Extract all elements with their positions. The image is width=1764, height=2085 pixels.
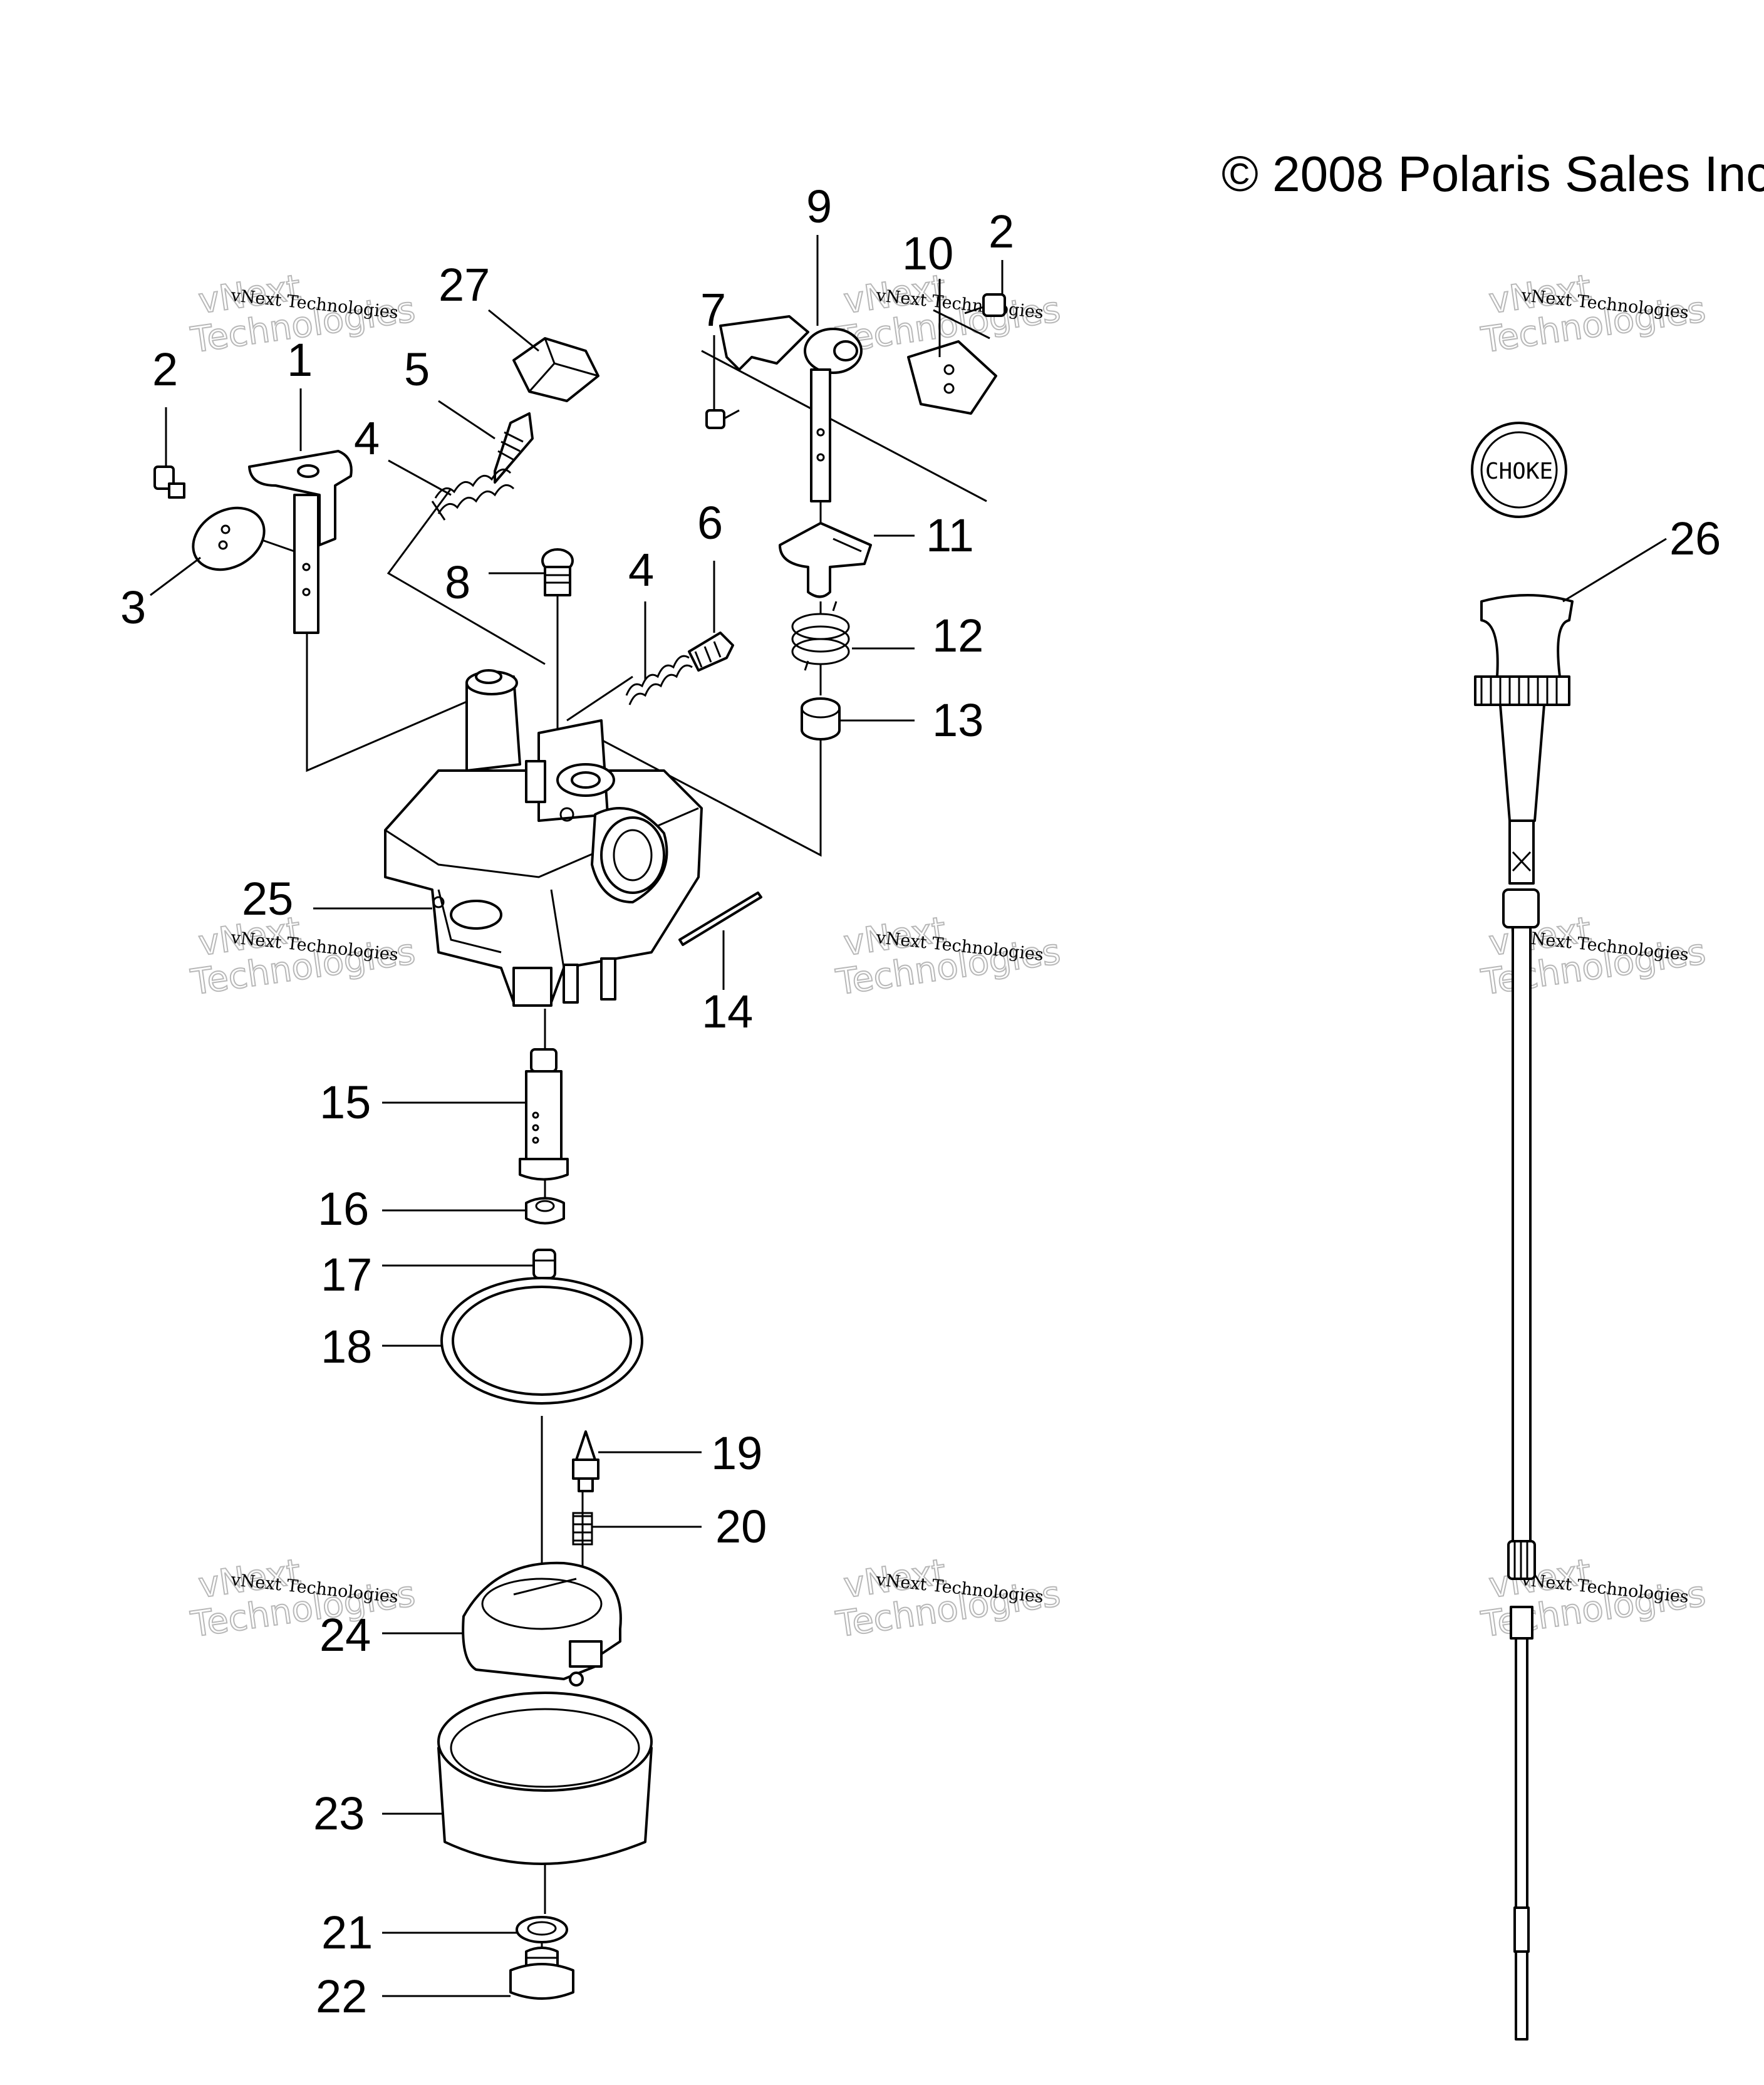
- callouts: 1 2 3 27 5 4 8 4 6 7 9 10 2 11 12 13 14 …: [120, 180, 1721, 2022]
- callout-4-lower: 4: [628, 544, 654, 596]
- part-20-clip-spring[interactable]: [572, 1512, 593, 1546]
- leader-lines: [150, 235, 1667, 1997]
- callout-23: 23: [313, 1787, 365, 1839]
- part-27-cap[interactable]: [512, 337, 599, 402]
- part-4-spring-upper[interactable]: [431, 468, 515, 521]
- copyright-text: © 2008 Polaris Sales Inc.: [1222, 146, 1764, 202]
- part-18-gasket[interactable]: [440, 1277, 643, 1405]
- part-16-jet[interactable]: [525, 1197, 565, 1225]
- choke-button-label: CHOKE: [1485, 459, 1553, 484]
- callout-2-left: 2: [152, 343, 178, 395]
- callout-18: 18: [321, 1321, 372, 1373]
- callout-2-right: 2: [988, 205, 1014, 257]
- part-3-throttle-plate[interactable]: [182, 496, 276, 582]
- callout-7: 7: [700, 284, 726, 336]
- part-11-choke-lever[interactable]: [779, 522, 872, 598]
- callout-16: 16: [318, 1183, 369, 1235]
- part-13-collar[interactable]: [801, 697, 841, 741]
- part-22-drain-bolt[interactable]: [509, 1947, 574, 2000]
- callout-8: 8: [445, 556, 470, 608]
- callout-17: 17: [321, 1249, 372, 1301]
- callout-10: 10: [902, 227, 953, 279]
- part-8-idle-screw[interactable]: [541, 548, 574, 596]
- part-14-pin[interactable]: [678, 892, 762, 946]
- part-15-main-nozzle[interactable]: [519, 1048, 569, 1181]
- part-1-throttle-shaft[interactable]: [248, 450, 353, 634]
- part-23-float-bowl[interactable]: [437, 1692, 653, 1865]
- part-24-float[interactable]: [462, 1561, 622, 1687]
- callout-24: 24: [319, 1609, 371, 1661]
- callout-12: 12: [932, 610, 983, 662]
- callout-3: 3: [120, 581, 146, 633]
- callout-9: 9: [806, 180, 832, 232]
- part-2-screw-left[interactable]: [153, 465, 185, 499]
- part-9-choke-shaft[interactable]: [719, 315, 863, 502]
- callout-19: 19: [711, 1427, 762, 1479]
- part-19-float-needle[interactable]: [572, 1430, 599, 1492]
- part-6-screw[interactable]: [688, 632, 734, 672]
- callout-13: 13: [932, 694, 983, 746]
- choke-button-icon: CHOKE: [1471, 422, 1567, 518]
- part-25-carburetor-body[interactable]: [384, 669, 703, 1007]
- part-5-pilot-screw[interactable]: [494, 412, 534, 484]
- part-26-choke-cable[interactable]: [1474, 594, 1574, 2041]
- part-2-screw-right[interactable]: [964, 293, 1006, 317]
- callout-21: 21: [321, 1906, 373, 1958]
- callout-25: 25: [242, 873, 293, 925]
- part-7-screw[interactable]: [705, 409, 740, 429]
- callout-22: 22: [316, 1970, 367, 2022]
- callout-26: 26: [1669, 512, 1721, 564]
- part-17-small-jet[interactable]: [532, 1249, 556, 1279]
- callout-15: 15: [319, 1076, 371, 1128]
- part-12-spring[interactable]: [791, 601, 850, 671]
- part-10-choke-plate[interactable]: [907, 340, 997, 415]
- callout-4-upper: 4: [354, 412, 380, 464]
- callout-20: 20: [715, 1500, 767, 1552]
- callout-27: 27: [438, 259, 490, 311]
- callout-1: 1: [287, 334, 313, 386]
- callout-11: 11: [926, 509, 974, 561]
- callout-14: 14: [702, 985, 753, 1037]
- part-21-washer[interactable]: [516, 1916, 568, 1943]
- part-4-spring-lower[interactable]: [625, 655, 693, 705]
- callout-5: 5: [404, 343, 430, 395]
- callout-6: 6: [697, 497, 723, 549]
